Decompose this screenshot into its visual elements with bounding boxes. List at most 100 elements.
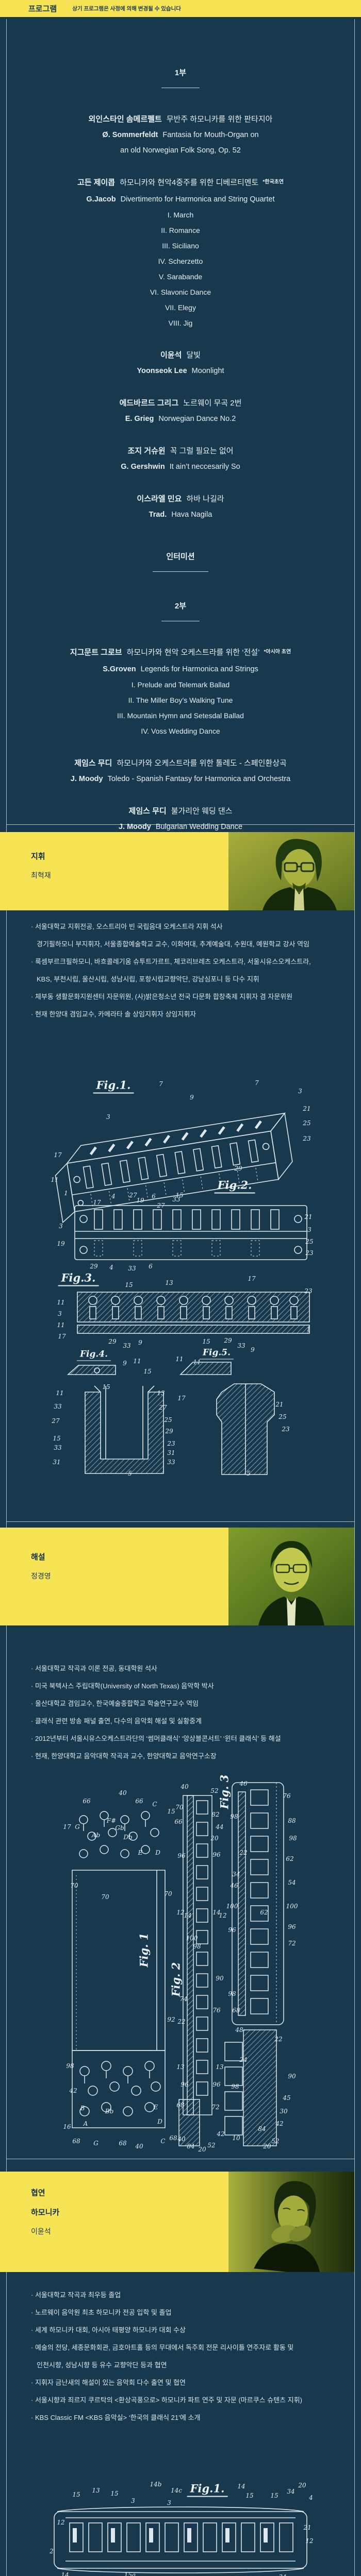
bio-bullet: · KBS Classic FM <KBS 음악실> ‘한국의 클래식 21’에… — [31, 2414, 201, 2421]
patent-callout-number: 27 — [52, 1417, 60, 1425]
frame-right-line — [354, 19, 355, 2576]
patent-callout-number: 20 — [198, 2146, 206, 2153]
program-line: II. The Miller Boy’s Walking Tune — [128, 696, 233, 704]
patent-callout-number: 23 — [167, 1440, 175, 1447]
figure-label: Fig. 2 — [169, 1962, 183, 1997]
patent-callout-number: 66 — [83, 1798, 91, 1805]
program-header: 프로그램 상기 프로그램은 사정에 의해 변경될 수 있습니다 — [0, 0, 361, 17]
bio-bullet: · 현재 한양대 겸임교수, 카메라타 솔 상임지휘자 상임지휘자 — [31, 1010, 196, 1018]
patent-callout-number: 21 — [275, 1401, 284, 1408]
patent-callout-number: 33 — [123, 1342, 131, 1349]
patent-callout-number: Bb — [105, 2108, 114, 2115]
figure-label: Fig.1. — [93, 1079, 134, 1094]
patent-callout-number: 14 — [212, 1909, 221, 1916]
patent-callout-number: 96 — [212, 1851, 221, 1858]
patent-callout-number: 15 — [143, 1368, 152, 1375]
patent-callout-number: 98 — [231, 2083, 239, 2090]
bio-bullet: · 노르웨이 음악원 최초 하모니카 전공 입학 및 졸업 — [31, 2309, 172, 2316]
bio-bullet: · 룩셈부르크필하모니, 바흐콜레기움 슈투트가르트, 체코리브레츠 오케스트라… — [31, 958, 311, 965]
patent-callout-number: 10 — [232, 2134, 240, 2142]
program-line: VI. Slavonic Dance — [150, 288, 211, 296]
patent-callout-number: C — [160, 2138, 166, 2145]
patent-callout-number: 7 — [255, 1079, 259, 1087]
patent-callout-number: 70 — [164, 1890, 172, 1897]
patent-callout-number: 33 — [237, 1342, 245, 1349]
role-label: 협연 — [31, 2189, 45, 2197]
bio-bullet: · 지휘자 금난새의 해설이 있는 음악회 다수 출연 및 협연 — [31, 2379, 186, 2386]
patent-callout-number: 96 — [177, 1852, 186, 1859]
patent-callout-number: 40 — [180, 1783, 189, 1790]
patent-callout-number: 14 — [184, 1912, 192, 1919]
patent-callout-number: 19 — [57, 1240, 65, 1247]
patent-callout-number: 2 — [50, 2548, 54, 2555]
patent-callout-number: 96 — [212, 2081, 221, 2088]
patent-callout-number: G — [75, 1823, 80, 1831]
program-line: V. Sarabande — [158, 273, 203, 281]
patent-callout-number: 3 — [58, 1310, 62, 1317]
patent-callout-number: 46 — [239, 1780, 248, 1787]
patent-callout-number: 82 — [211, 1811, 220, 1818]
patent-callout-number: 90 — [288, 2073, 296, 2080]
patent-callout-number: 5 — [247, 1470, 251, 1477]
patent-callout-number: 84 — [187, 2143, 195, 2150]
patent-callout-number: 30 — [280, 2108, 288, 2115]
conductor-photo — [228, 832, 354, 910]
figure-label: Fig.1. — [187, 2482, 228, 2497]
program-line: I. March — [167, 211, 194, 219]
patent-callout-number: 90 — [216, 1975, 224, 1982]
patent-callout-number: 20 — [210, 1835, 219, 1842]
patent-callout-number: 33 — [54, 1403, 62, 1410]
patent-callout-number: 40 — [135, 2143, 143, 2150]
harmonica-soloist-band: 협연 하모니카 이윤석 — [0, 2172, 354, 2272]
program-line: Trad.Hava Nagila — [149, 511, 212, 519]
patent-callout-number: 21 — [303, 2524, 311, 2531]
patent-callout-number: Gb — [115, 1824, 124, 1832]
patent-callout-number: 76 — [212, 2007, 221, 2014]
patent-callout-number: 29 — [224, 1337, 232, 1344]
patent-callout-number: 34 — [232, 1871, 240, 1878]
patent-callout-number: 20 — [263, 2143, 271, 2150]
program-line: IV. Voss Wedding Dance — [141, 727, 220, 735]
patent-callout-number: 100 — [186, 1935, 198, 1942]
patent-callout-number: 11 — [51, 1176, 59, 1183]
patent-callout-number: 19 — [136, 1197, 144, 1204]
patent-callout-number: 23 — [282, 1426, 290, 1433]
patent-callout-number: 68 — [72, 2138, 80, 2145]
patent-callout-number: 40 — [119, 1789, 127, 1797]
bio-bullet: · 현재, 한양대학교 음악대학 작곡과 교수, 한양대학교 음악연구소장 — [31, 1752, 217, 1760]
patent-callout-number: 15 — [167, 1808, 175, 1815]
patent-callout-number: 13 — [165, 1279, 173, 1286]
patent-callout-number: 31 — [167, 1449, 175, 1456]
patent-callout-number: 13 — [157, 1389, 165, 1397]
patent-callout-number: 15 — [175, 1192, 184, 1199]
patent-callout-number: B — [80, 2105, 85, 2112]
patent-callout-number: 54 — [288, 1879, 296, 1886]
program-change-notice: 상기 프로그램은 사정에 의해 변경될 수 있습니다 — [72, 6, 181, 12]
bio-bullet: · 서울대학교 지휘전공, 오스트리아 빈 국립음대 오케스트라 지휘 석사 — [31, 923, 223, 930]
patent-callout-number: 11 — [175, 1355, 184, 1363]
program-line: 1부 — [7, 65, 354, 88]
patent-callout-number: 16 — [63, 2123, 71, 2130]
patent-callout-number: 33 — [54, 1444, 62, 1451]
commentary-photo — [228, 1528, 354, 1625]
patent-callout-number: 100 — [226, 1903, 238, 1910]
patent-callout-number: 74 — [179, 1995, 188, 2003]
patent-callout-number: 68 — [232, 2007, 240, 2014]
patent-callout-number: 13 — [176, 2063, 185, 2071]
patent-callout-number: 25 — [278, 1413, 287, 1420]
patent-callout-number: Db — [123, 1834, 133, 1841]
patent-callout-number: 46 — [230, 1882, 238, 1889]
person-name: 이윤석 — [31, 2227, 51, 2235]
patent-callout-number: 33 — [128, 1265, 136, 1272]
patent-callout-number: 96 — [228, 1926, 236, 1934]
patent-callout-number: 33 — [167, 1459, 175, 1466]
